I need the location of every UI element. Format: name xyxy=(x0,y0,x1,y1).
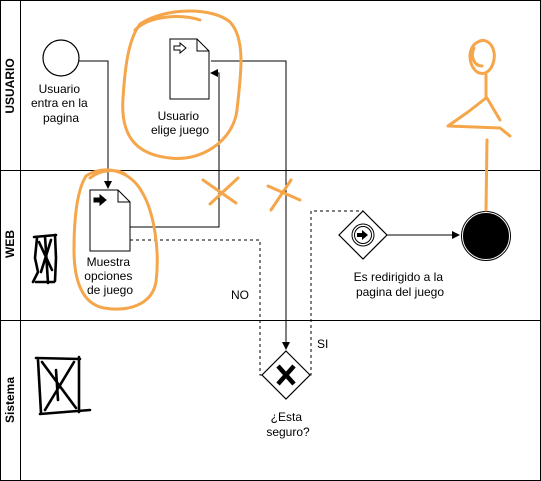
link-arrow-icon xyxy=(357,230,368,240)
edge-label-no: NO xyxy=(231,288,249,302)
annotation-person xyxy=(446,38,512,212)
start-event-label-line-3: pagina xyxy=(43,111,79,125)
edge-label-si: SI xyxy=(317,337,328,351)
lane-title-web: WEB xyxy=(3,230,17,258)
flow-elige-to-gateway xyxy=(211,60,290,350)
annotation-circle-elige xyxy=(121,9,243,161)
flow-gateway-si xyxy=(310,210,363,376)
exclusive-gateway-seguro[interactable] xyxy=(261,350,311,400)
lane-title-sistema: Sistema xyxy=(3,377,17,423)
annotation-circle-muestra xyxy=(72,168,159,311)
task-muestra-label-line-3: de juego xyxy=(87,283,133,297)
sketch-web-icon xyxy=(31,233,58,285)
lane-title-usuario: USUARIO xyxy=(3,58,17,113)
task-elige-label-line-1: Usuario xyxy=(158,109,200,123)
gateway-seguro-label-line-2: seguro? xyxy=(266,425,310,439)
x-marker-icon xyxy=(276,364,296,386)
flow-gateway-no xyxy=(130,239,262,376)
event-redirect-label: Es redirigido a la pagina del juego xyxy=(354,270,447,299)
annotation-cross-1 xyxy=(201,176,240,206)
start-event-label-line-1: Usuario xyxy=(39,82,81,96)
end-event[interactable] xyxy=(463,213,509,259)
annotation-cross-2 xyxy=(266,178,302,212)
send-arrow-icon xyxy=(173,41,187,55)
sketch-sistema-icon xyxy=(34,355,92,416)
gateway-seguro-label-line-1: ¿Esta xyxy=(271,410,303,424)
start-event-label: Usuario entra en la pagina xyxy=(31,82,91,125)
send-arrow-filled-icon xyxy=(93,193,107,207)
task-elige-label-line-2: elige juego xyxy=(151,123,209,137)
start-event-label-line-2: entra en la xyxy=(31,96,88,110)
event-redirect-label-line-1: Es redirigido a la xyxy=(354,270,444,284)
event-redirect-label-line-2: pagina del juego xyxy=(356,285,444,299)
gateway-seguro-label: ¿Esta seguro? xyxy=(266,410,310,439)
flow-muestra-to-elige xyxy=(130,69,220,228)
task-muestra-label: Muestra opciones de juego xyxy=(84,255,135,297)
event-gateway-redirect[interactable] xyxy=(338,210,388,260)
start-event[interactable] xyxy=(42,39,80,77)
flow-start-to-muestra xyxy=(79,60,112,189)
task-muestra-label-line-2: opciones xyxy=(84,269,132,283)
data-object-muestra-opciones[interactable] xyxy=(89,189,131,252)
task-muestra-label-line-1: Muestra xyxy=(87,255,131,269)
data-object-elige-juego[interactable] xyxy=(169,38,210,100)
task-elige-label: Usuario elige juego xyxy=(151,109,209,137)
